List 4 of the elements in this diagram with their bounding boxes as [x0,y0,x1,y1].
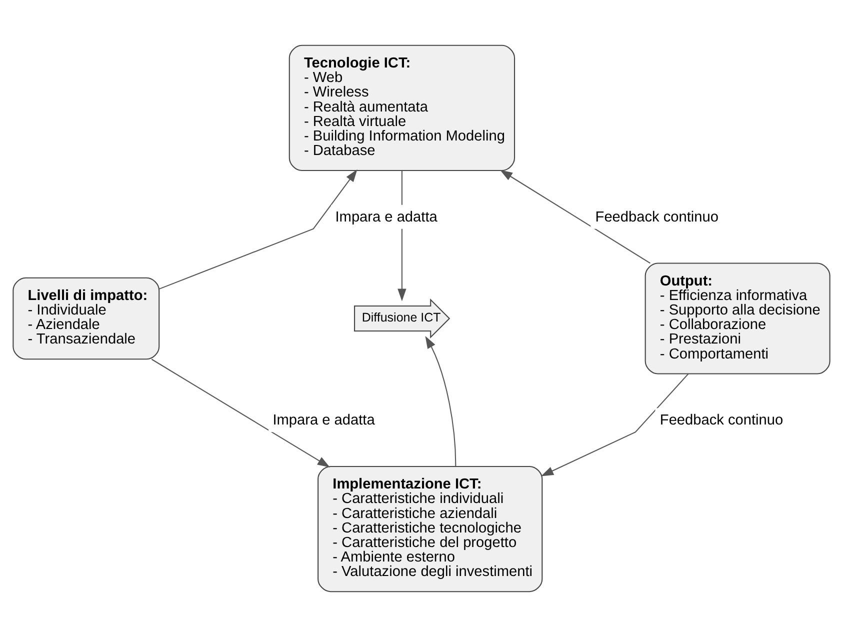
edge-label: Feedback continuo [594,209,718,226]
edge-label: Impara e adatta [334,209,437,226]
edge-label: Impara e adatta [272,412,374,429]
edge-label: Feedback continuo [659,412,783,429]
